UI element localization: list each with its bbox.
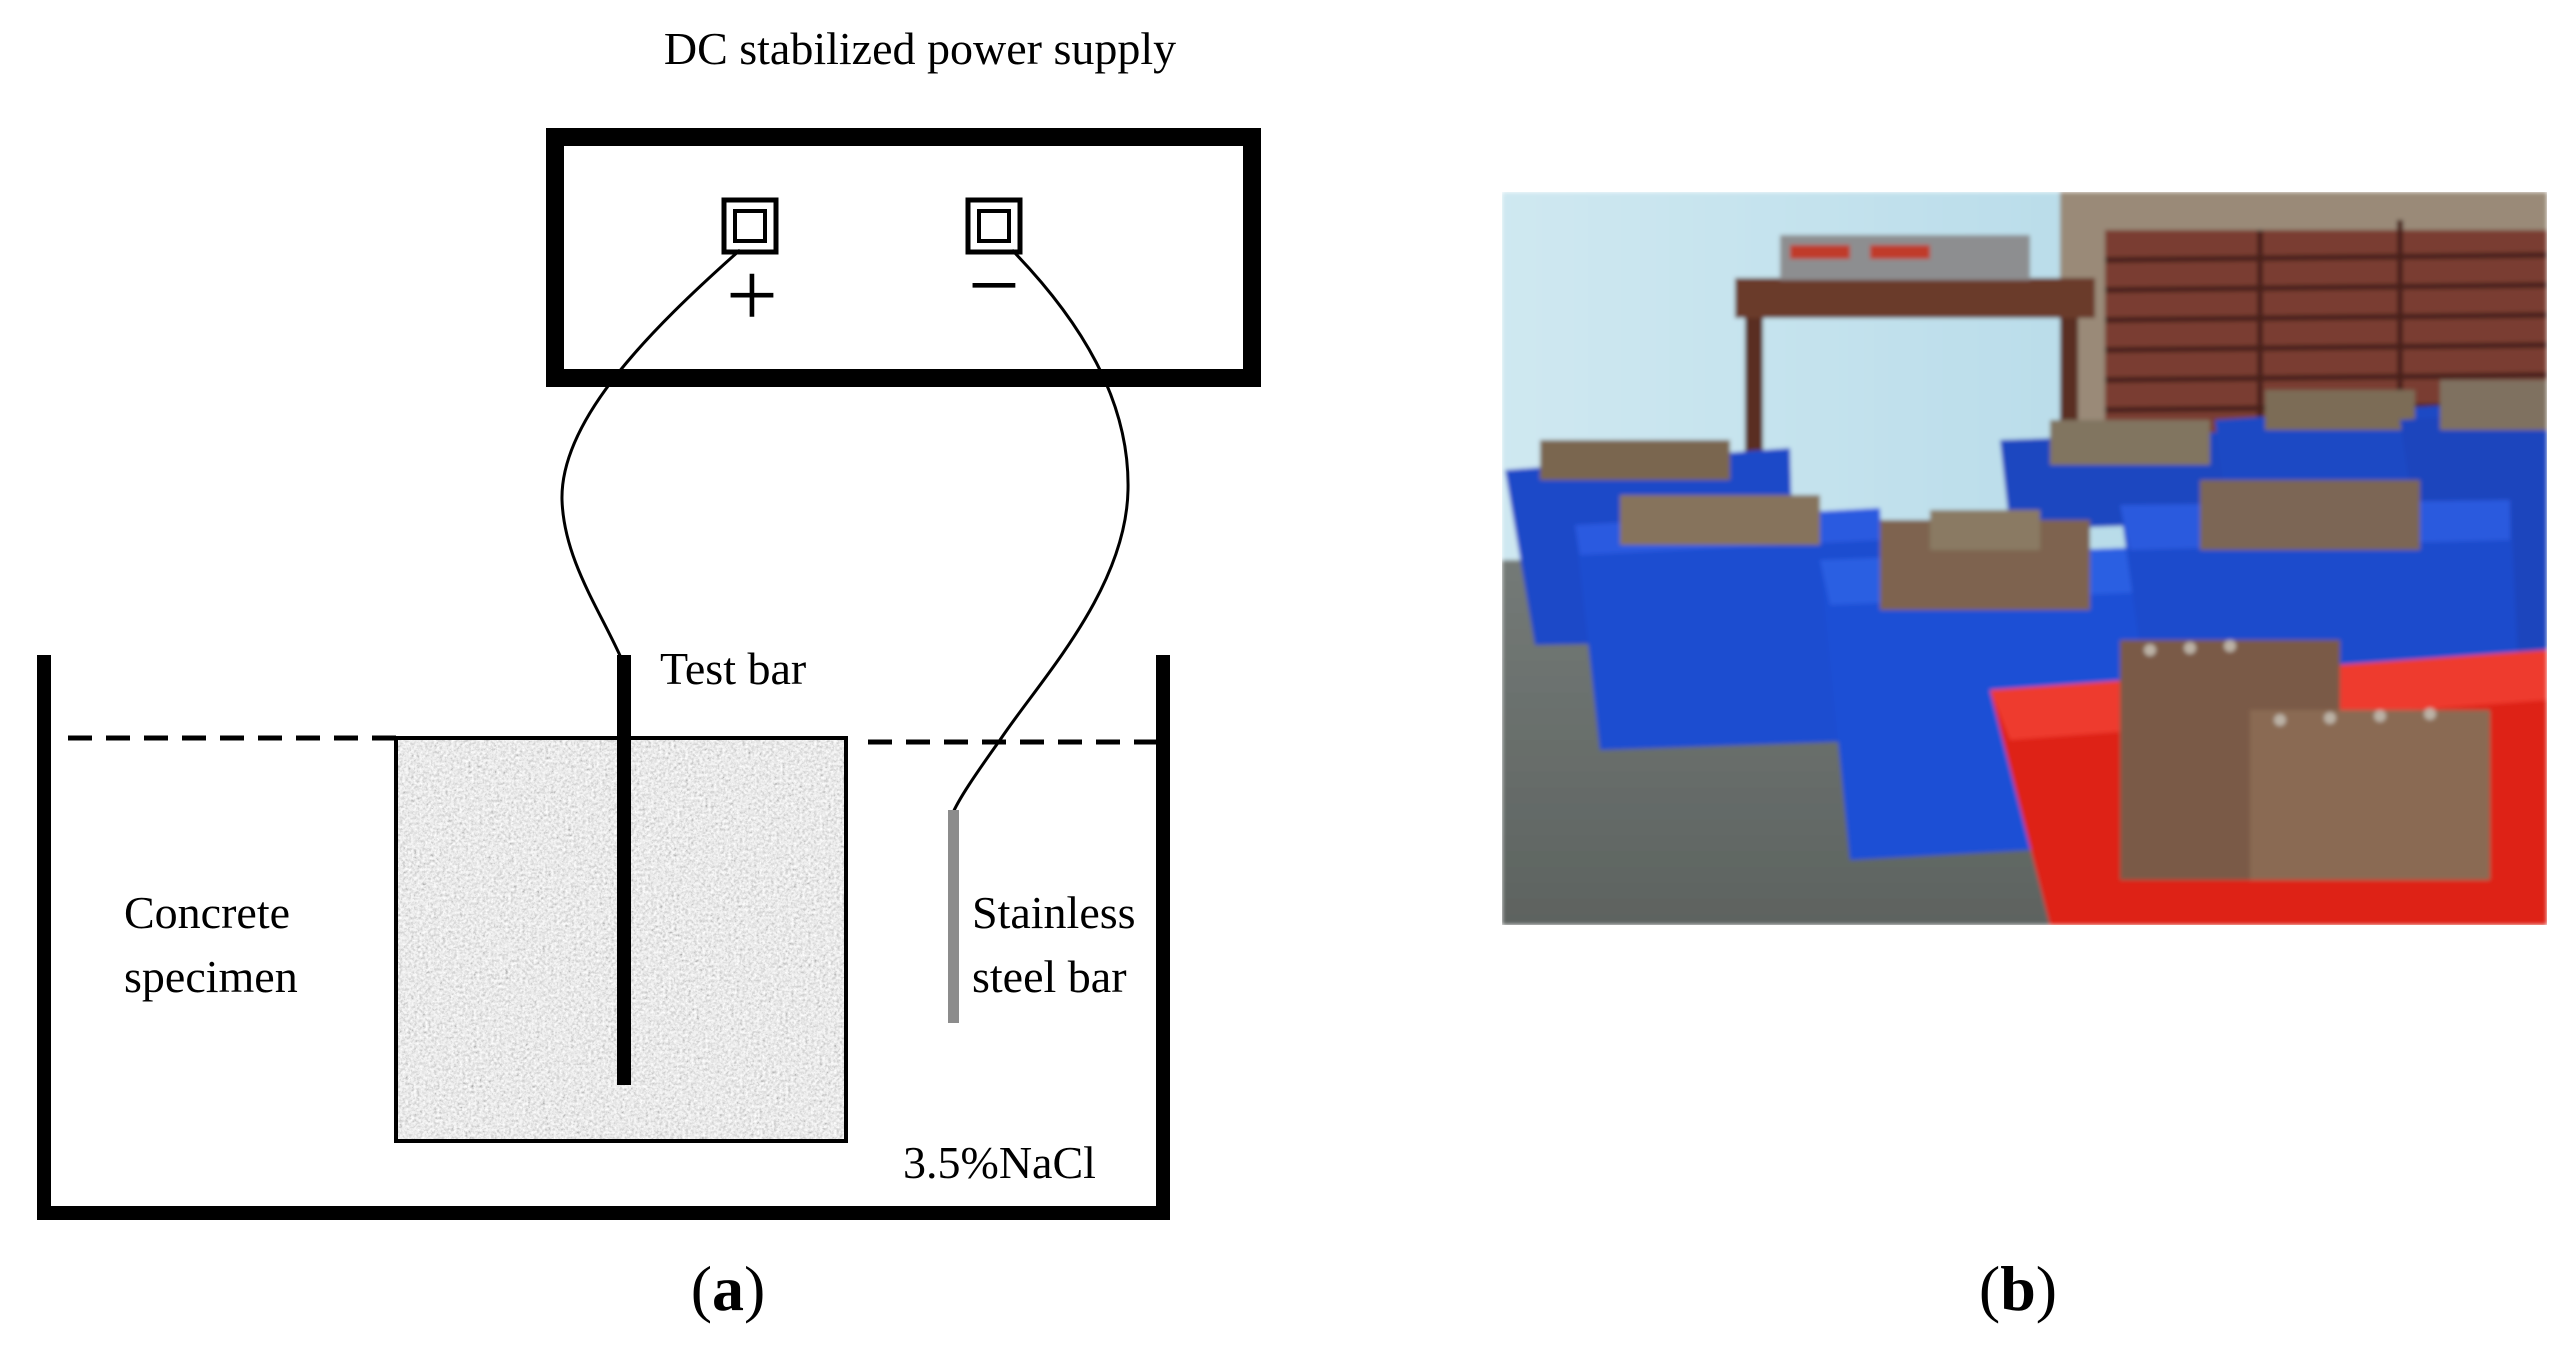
panel-a-schematic: DC stabilized power supply + − Te xyxy=(37,23,1261,1324)
stainless-label-line1: Stainless xyxy=(972,887,1136,938)
tank-outline xyxy=(37,655,1170,1220)
test-bar xyxy=(617,655,631,1085)
solution-label: 3.5%NaCl xyxy=(903,1137,1096,1188)
negative-terminal-icon xyxy=(965,197,1023,255)
panel-b-caption: (b) xyxy=(1979,1253,2057,1324)
positive-wire xyxy=(560,248,741,661)
panel-a-caption: (a) xyxy=(691,1253,766,1324)
stainless-steel-bar xyxy=(948,810,959,1023)
negative-terminal-label: − xyxy=(968,234,1020,336)
test-bar-label: Test bar xyxy=(660,643,806,694)
positive-terminal-icon xyxy=(721,197,779,255)
negative-wire xyxy=(950,248,1130,816)
panel-b-photo xyxy=(1502,192,2547,925)
power-supply-title: DC stabilized power supply xyxy=(664,23,1176,74)
power-supply-box xyxy=(546,128,1261,387)
concrete-label-line2: specimen xyxy=(124,951,298,1002)
stainless-label-line2: steel bar xyxy=(972,951,1127,1002)
concrete-label-line1: Concrete xyxy=(124,887,290,938)
positive-terminal-label: + xyxy=(726,244,778,346)
